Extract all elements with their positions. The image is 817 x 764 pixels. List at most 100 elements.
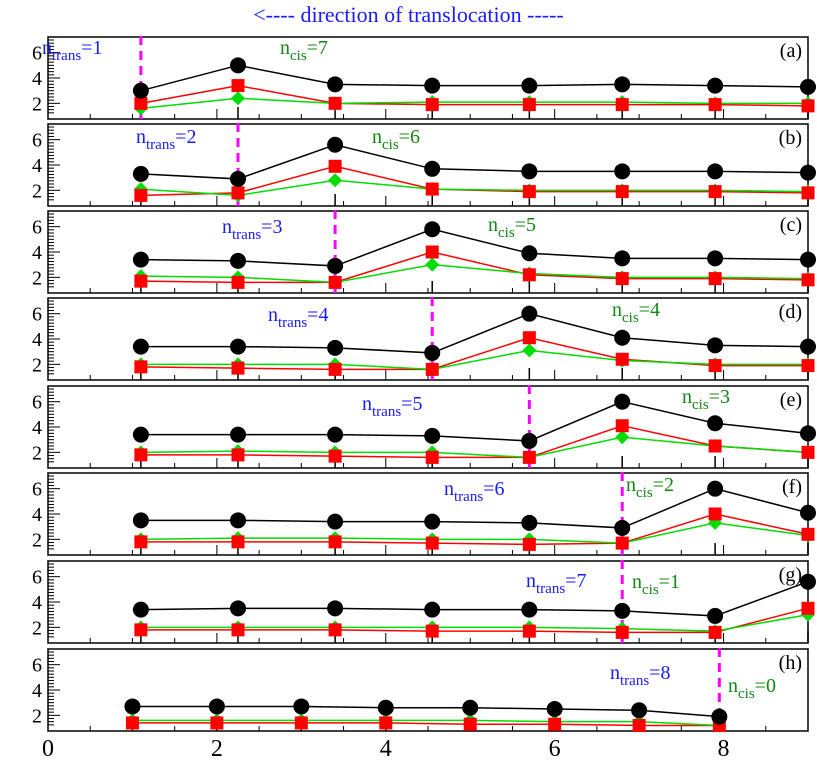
red-point [134,274,148,288]
red-point [425,98,439,112]
red-series-line [140,513,809,546]
red-point [708,507,722,521]
green-series-line [140,179,809,197]
black-series-line [140,143,809,180]
black-point [293,698,310,715]
red-point [425,536,439,550]
black-point [521,163,538,180]
red-series-line [132,722,720,727]
red-point [522,450,536,464]
black-point [521,601,538,618]
red-point [548,717,562,731]
black-point [132,426,149,443]
y-tick-label: 6 [32,479,42,501]
red-point [231,186,245,200]
black-point [230,600,246,617]
black-point [521,77,538,94]
n-trans-label: ntrans=4 [268,304,328,331]
black-point [800,425,816,442]
red-point [801,186,815,200]
red-point [231,79,245,93]
black-point [707,250,724,267]
black-series-line [140,487,809,529]
red-point [708,272,722,286]
green-point [615,430,630,445]
black-point [800,251,816,268]
red-point [231,535,245,549]
black-series-line [140,228,809,267]
y-tick-label: 6 [32,217,42,239]
n-trans-label: ntrans=8 [610,662,670,689]
black-series-line [140,400,809,442]
black-point [230,338,246,355]
red-point [328,96,342,110]
green-point [425,257,440,272]
black-point [521,245,538,262]
panel-tag: (f) [782,476,802,498]
black-point [707,480,724,497]
black-point [711,708,728,725]
black-point [424,160,441,177]
y-tick-label: 6 [32,130,42,152]
red-point [231,448,245,462]
panel-frame [47,648,809,732]
black-point [132,601,149,618]
panel-tag: (b) [779,127,802,149]
panel-tag: (a) [780,40,802,62]
red-point [615,419,629,433]
y-tick-label: 2 [32,354,42,376]
n-cis-label: ncis=2 [626,474,674,501]
x-tick-label: 0 [42,736,54,762]
red-series-line [140,607,809,634]
red-point [522,537,536,551]
green-point [328,173,343,188]
red-point [522,624,536,638]
y-tick-label: 4 [32,504,42,526]
black-point [800,78,816,95]
black-point [230,57,246,74]
black-point [424,601,441,618]
black-point [707,415,724,432]
y-tick-label: 2 [32,442,42,464]
y-tick-label: 6 [32,304,42,326]
red-point [522,331,536,345]
red-point [328,159,342,173]
red-point [328,623,342,637]
green-series-line [140,613,809,632]
y-tick-label: 4 [32,417,42,439]
y-tick-label: 4 [32,242,42,264]
n-cis-label: ncis=0 [728,675,776,702]
black-point [132,165,149,182]
black-point [424,221,441,238]
black-point [614,250,631,267]
black-point [327,513,344,530]
black-point [132,82,149,99]
red-point [328,535,342,549]
black-point [800,164,816,181]
panel-tag: (c) [780,214,802,236]
red-point [134,535,148,549]
red-point [425,450,439,464]
green-series-line [140,263,809,284]
black-point [424,513,441,530]
red-point [231,275,245,289]
black-point [327,76,344,93]
black-point [132,338,149,355]
red-point [615,272,629,286]
n-trans-label: ntrans=5 [362,393,422,420]
red-point [801,99,815,113]
red-point [801,273,815,287]
black-point [327,339,344,356]
black-point [614,519,631,536]
y-tick-label: 2 [32,529,42,551]
n-cis-label: ncis=1 [632,571,680,598]
red-point [708,439,722,453]
red-point [615,536,629,550]
red-point [615,352,629,366]
n-cis-label: ncis=5 [488,214,536,241]
red-point [425,245,439,259]
